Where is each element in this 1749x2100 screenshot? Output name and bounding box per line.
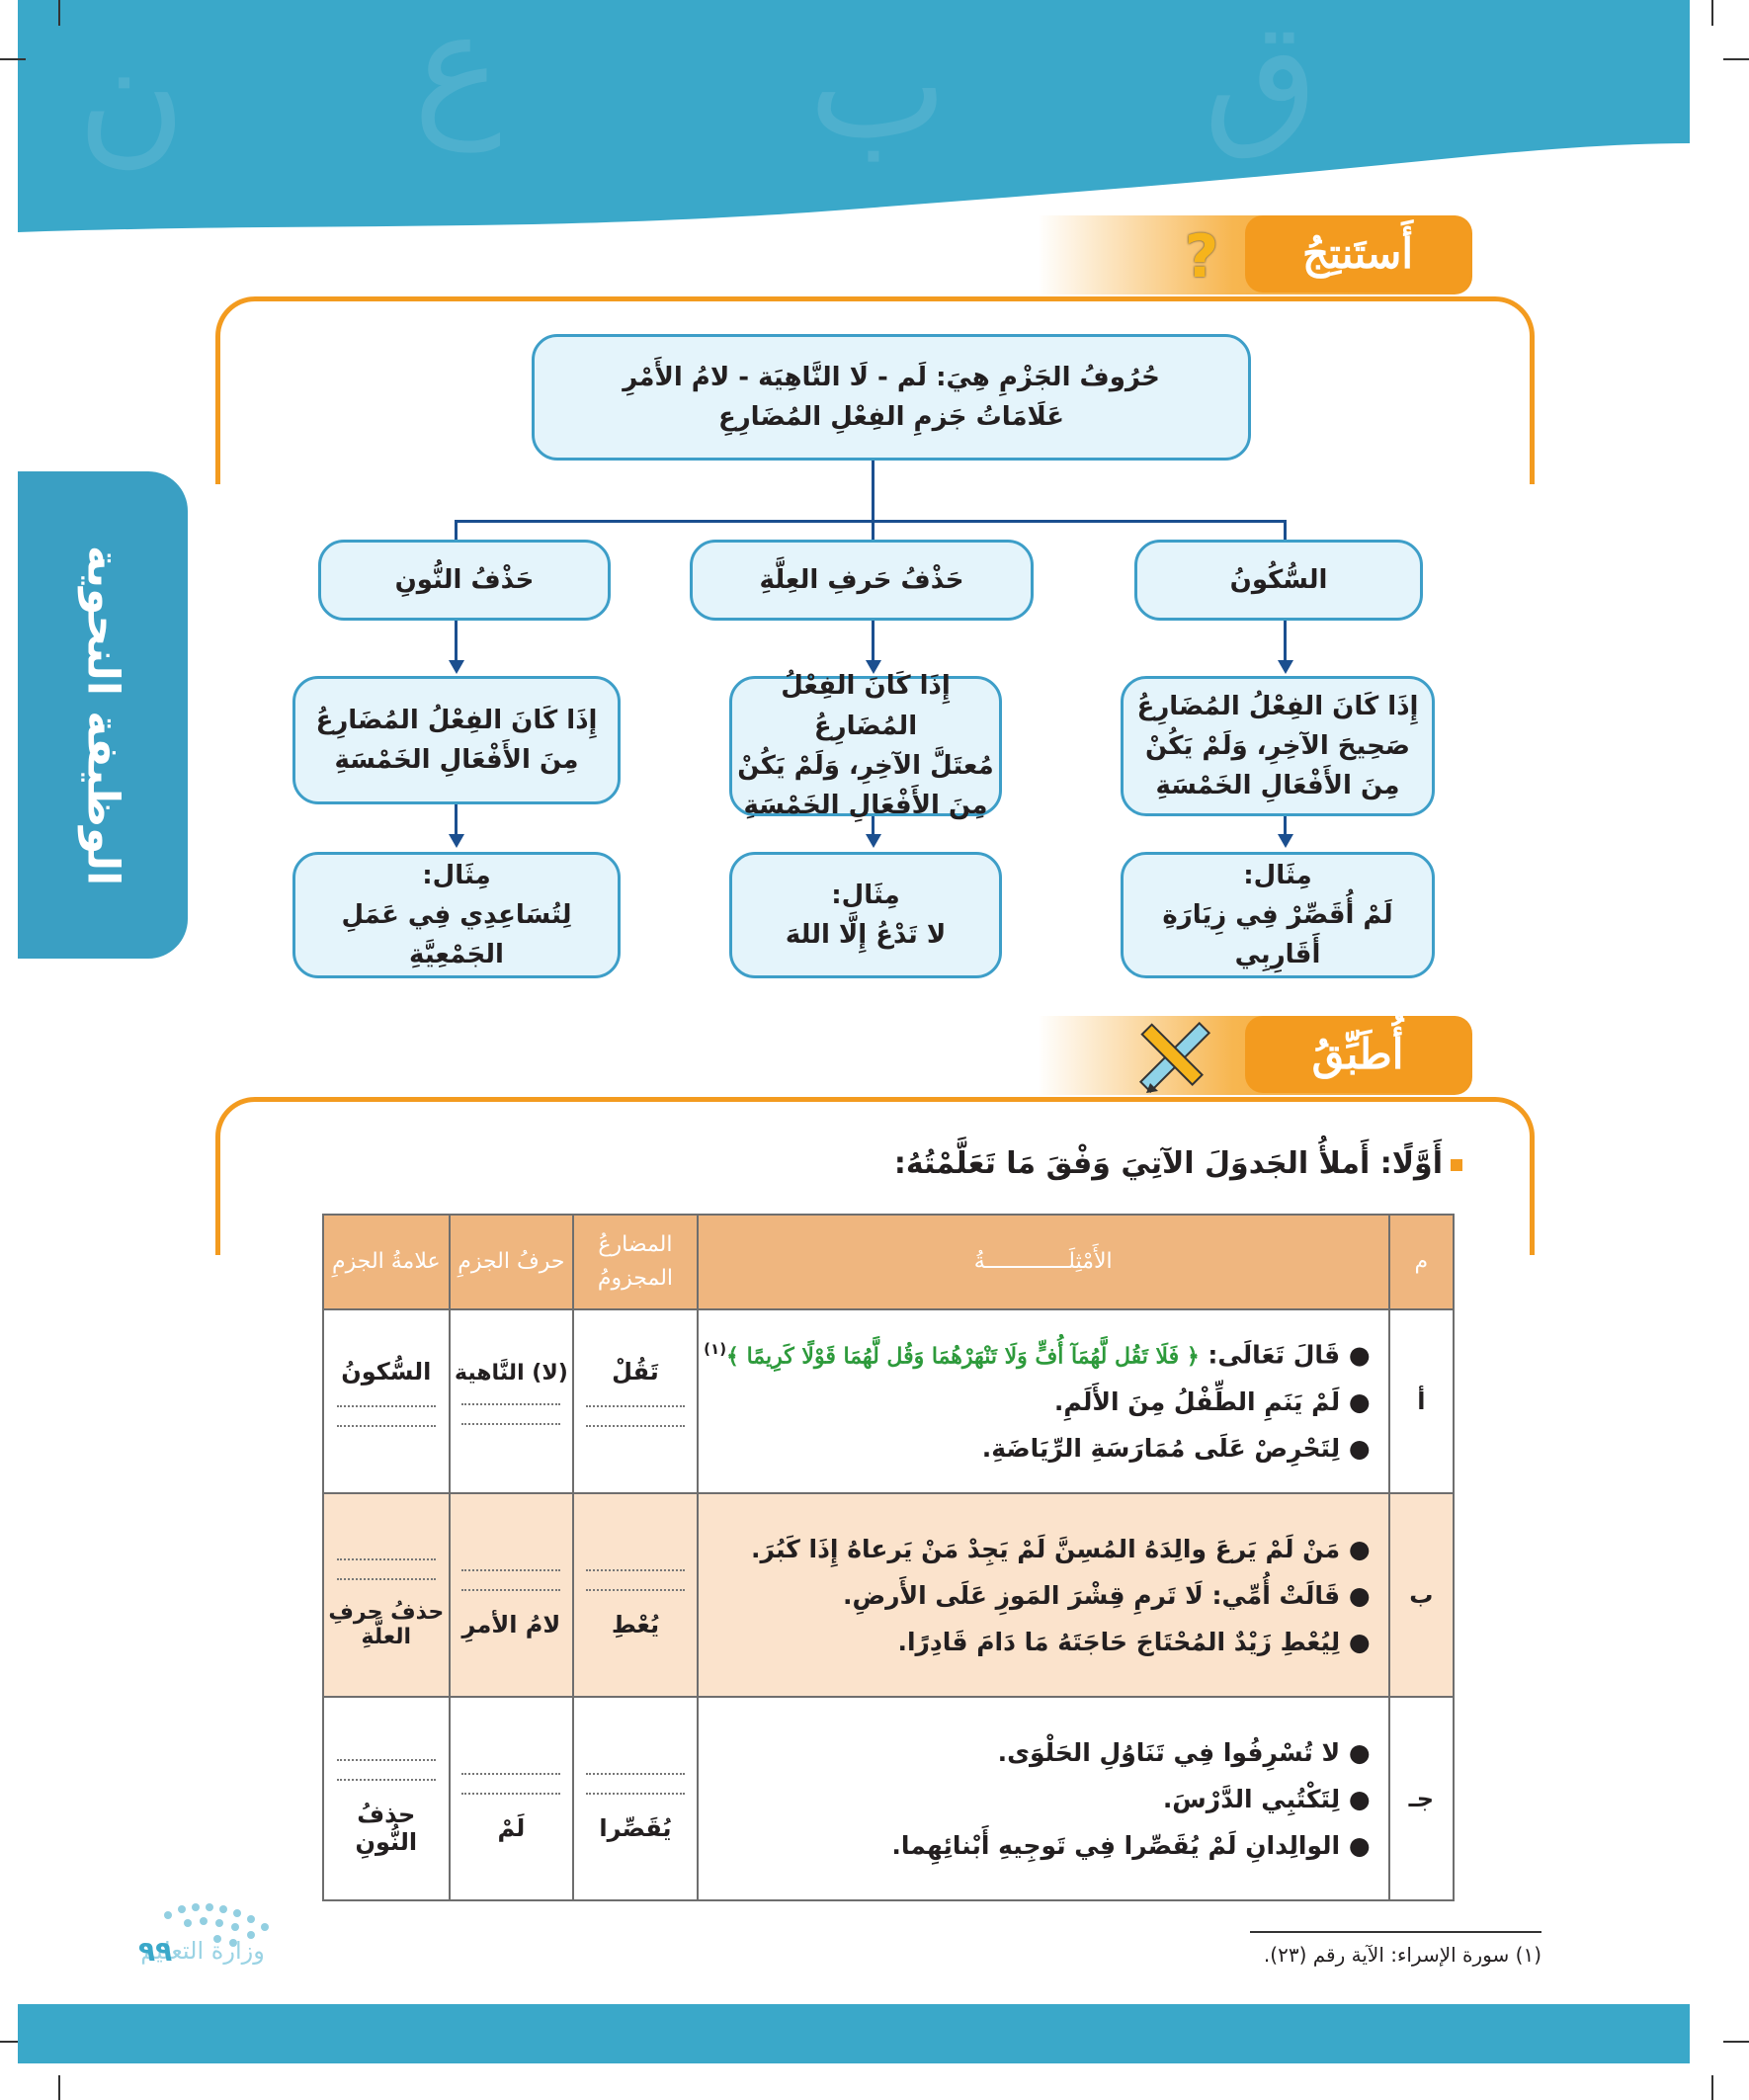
footnote-rule [1250,1931,1541,1933]
conclude-title: أَستَنتِجُ [1245,215,1470,293]
header-m: م [1389,1215,1454,1309]
bullet-square-icon [1451,1159,1462,1171]
branch-title-nun: حَذْفُ النُّونِ [318,540,611,621]
question-mark-icon: ? [1172,221,1231,293]
header-letter: حرفُ الجزمِ [450,1215,574,1309]
apply-title: أُطَبِّقُ [1245,1016,1470,1093]
table-row: أ ● قَالَ تَعَالَى: ﴿ فَلَا تَقُل لَّهُم… [323,1309,1454,1493]
header-verb: المضارعُ المجزومُ [573,1215,698,1309]
pencil-ruler-icon [1138,1022,1211,1093]
connector-line [455,520,458,540]
header-examples: الأَمْثِلَـــــــــــــةُ [698,1215,1389,1309]
arrow-down-icon [449,660,464,674]
branch-example-sukun: مِثَال: لَمْ أُقَصِّرْ فِي زِيَارَةِ أَق… [1121,852,1435,978]
root-box: حُرُوفُ الجَزْمِ هِيَ: لَم - لَا النَّاه… [532,334,1251,461]
side-tab-label: الوظيفة النحوية [78,545,128,884]
arrow-down-icon [866,834,881,848]
table-row: جـ ● لا تُسْرِفُوا فِي تَنَاوُلِ الحَلْو… [323,1697,1454,1900]
answer-letter: لامُ الأمرِ [451,1611,573,1638]
table-row: ب ● مَنْ لَمْ يَرعَ والِدَهُ المُسِنَّ ل… [323,1493,1454,1697]
footnote: (١) سورة الإسراء: الآية رقم (٢٣). [1067,1943,1541,1967]
arrow-down-icon [449,834,464,848]
answer-sign: السُّكونُ [324,1358,449,1386]
branch-example-illa: مِثَال: لا تَدْعُ إِلَّا اللهَ [729,852,1002,978]
branch-condition-illa: إِذَا كَانَ الفِعْلُ المُضَارِعُ مُعتَلَ… [729,676,1002,816]
page-number: ٩٩ [138,1935,198,1968]
arrow-down-icon [1278,834,1293,848]
side-tab: الوظيفة النحوية [18,471,188,959]
connector-line [872,520,874,540]
branch-example-nun: مِثَال: لِتُسَاعِدِي فِي عَمَلِ الجَمْعِ… [292,852,621,978]
answer-letter: لَمْ [451,1814,573,1842]
apply-table: م الأَمْثِلَـــــــــــــةُ المضارعُ الم… [322,1214,1455,1901]
answer-sign: حذفُ النُّونِ [324,1801,449,1856]
arrow-down-icon [1278,660,1293,674]
quran-verse: ﴿ فَلَا تَقُل لَّهُمَآ أُفٍّ وَلَا تَنْه… [726,1344,1200,1370]
header-sign: علامةُ الجزمِ [323,1215,450,1309]
answer-verb: يُقَصِّرا [574,1814,697,1842]
pattern-decoration: ق [1204,0,1318,162]
branch-title-sukun: السُّكُونُ [1134,540,1423,621]
connector-line [455,520,1287,523]
root-line-1: حُرُوفُ الجَزْمِ هِيَ: لَم - لَا النَّاه… [623,358,1160,397]
apply-instruction: أَوَّلًا: أَملأُ الجَدوَلَ الآتِيَ وَفْق… [791,1146,1462,1181]
branch-title-illa: حَذْفُ حَرفِ العِلَّةِ [690,540,1034,621]
root-line-2: عَلَامَاتُ جَزمِ الفِعْلِ المُضَارِعِ [718,397,1064,437]
answer-letter: (لا) النَّاهية [451,1361,573,1386]
connector-line [1284,520,1287,540]
footnote-ref: (١) [704,1340,726,1358]
answer-sign: حذفُ حرفِ العلَّةِ [324,1600,449,1649]
pattern-decoration: ع [413,0,502,152]
branch-condition-nun: إِذَا كَانَ الفِعْلُ المُضَارِعُ مِنَ ال… [292,676,621,804]
branch-condition-sukun: إِذَا كَانَ الفِعْلُ المُضَارِعُ صَحِيحَ… [1121,676,1435,816]
connector-line [872,461,874,520]
ministry-name: وزارة التعليم [99,1937,306,1965]
answer-verb: تَقُلْ [574,1358,697,1386]
answer-verb: يُعْطِ [574,1611,697,1638]
